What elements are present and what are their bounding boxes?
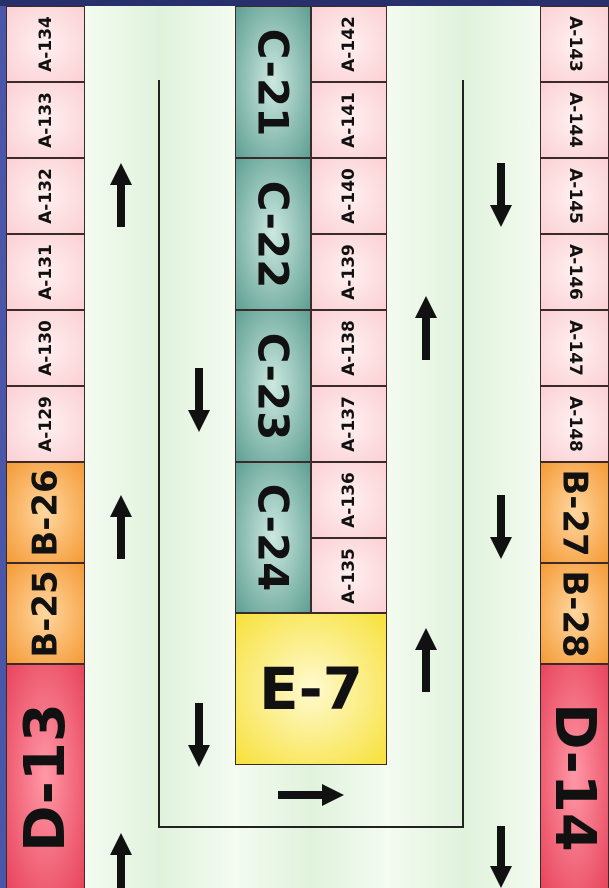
booth-e7[interactable]: E-7 [235,613,387,765]
booth-a146[interactable]: A-146 [540,234,609,310]
booth-b26[interactable]: B-26 [6,462,85,563]
booth-a136[interactable]: A-136 [311,462,387,538]
booth-a148[interactable]: A-148 [540,386,609,462]
booth-b28[interactable]: B-28 [540,563,609,664]
arrow-down-center-2 [188,703,210,767]
booth-a131[interactable]: A-131 [6,234,85,310]
arrow-up-right-1 [415,296,437,360]
booth-a139[interactable]: A-139 [311,234,387,310]
booth-b27[interactable]: B-27 [540,462,609,563]
booth-c21[interactable]: C-21 [235,6,311,158]
booth-a130[interactable]: A-130 [6,310,85,386]
booth-a145[interactable]: A-145 [540,158,609,234]
arrow-down-right-1 [490,163,512,227]
arrow-up-left-3 [110,833,132,888]
arrow-up-right-2 [415,628,437,692]
left-border [0,6,6,888]
booth-a138[interactable]: A-138 [311,310,387,386]
path-line-right [462,80,464,828]
path-line-bottom [158,826,464,828]
booth-a129[interactable]: A-129 [6,386,85,462]
arrow-down-center-1 [188,368,210,432]
aisle-left [85,6,235,888]
booth-a140[interactable]: A-140 [311,158,387,234]
booth-b25[interactable]: B-25 [6,563,85,664]
booth-d13[interactable]: D-13 [6,664,85,888]
booth-a144[interactable]: A-144 [540,82,609,158]
booth-a143[interactable]: A-143 [540,6,609,82]
arrow-up-left-2 [110,495,132,559]
booth-a134[interactable]: A-134 [6,6,85,82]
booth-d14[interactable]: D-14 [540,664,609,888]
booth-c23[interactable]: C-23 [235,310,311,462]
booth-c22[interactable]: C-22 [235,158,311,310]
path-line-left [158,80,160,828]
booth-a133[interactable]: A-133 [6,82,85,158]
booth-c24[interactable]: C-24 [235,462,311,613]
arrow-down-right-2 [490,495,512,559]
arrow-right-bottom [278,784,344,806]
booth-a135[interactable]: A-135 [311,538,387,613]
top-border [0,0,609,6]
booth-a141[interactable]: A-141 [311,82,387,158]
booth-a147[interactable]: A-147 [540,310,609,386]
booth-a132[interactable]: A-132 [6,158,85,234]
booth-a142[interactable]: A-142 [311,6,387,82]
booth-a137[interactable]: A-137 [311,386,387,462]
arrow-down-right-3 [490,826,512,888]
arrow-up-left-1 [110,163,132,227]
